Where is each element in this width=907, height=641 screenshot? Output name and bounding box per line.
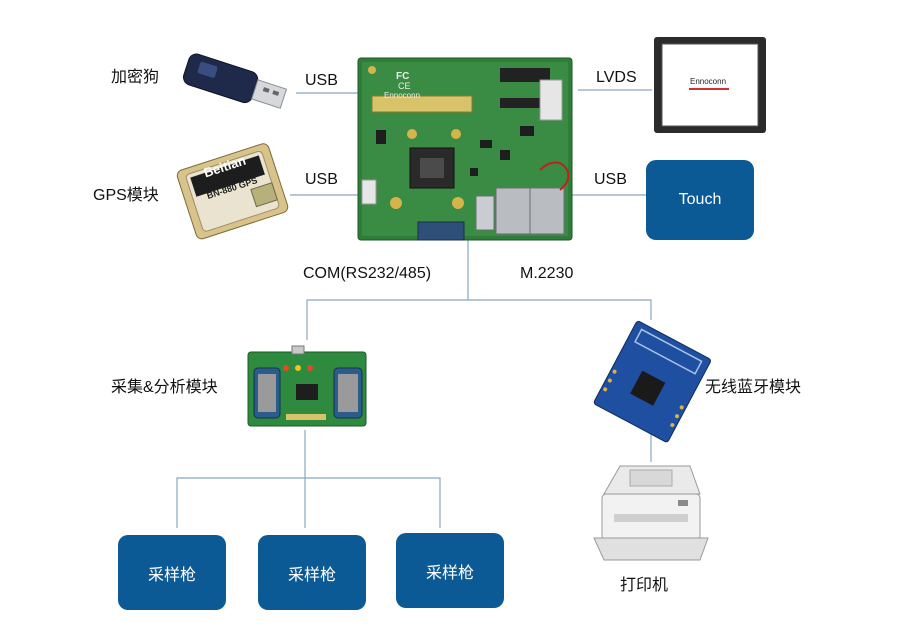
touch-box: Touch — [646, 160, 754, 240]
gps-label: GPS模块 — [93, 187, 159, 204]
sampling-gun-label-1: 采样枪 — [147, 566, 196, 584]
line-com-bus — [306, 240, 469, 340]
lvds-label: LVDS — [596, 69, 637, 86]
printer-label: 打印机 — [620, 577, 669, 594]
touch-box-label: Touch — [678, 191, 722, 208]
board-ce-marking: CE — [398, 81, 411, 91]
acquisition-label: 采集&分析模块 — [111, 379, 218, 396]
bluetooth-label: 无线蓝牙模块 — [705, 379, 802, 396]
sampling-gun-box-3: 采样枪 — [396, 533, 504, 608]
dongle-label: 加密狗 — [111, 69, 160, 86]
usb-dongle-label: USB — [305, 72, 338, 89]
line-gun3 — [305, 477, 441, 528]
monitor-logo-text: Ennoconn — [690, 77, 727, 86]
line-guns-bus — [176, 430, 306, 528]
sampling-gun-box-1: 采样枪 — [118, 535, 226, 610]
board-logo-text: Ennoconn — [384, 91, 421, 100]
sampling-gun-box-2: 采样枪 — [258, 535, 366, 610]
m2-label: M.2230 — [520, 265, 574, 282]
line-bt-branch — [468, 299, 652, 320]
usb-touch-label: USB — [594, 171, 627, 188]
com-label: COM(RS232/485) — [303, 265, 432, 282]
board-fc-marking: FC — [396, 71, 410, 82]
usb-gps-label: USB — [305, 171, 338, 188]
sampling-gun-label-3: 采样枪 — [425, 564, 474, 582]
sampling-gun-label-2: 采样枪 — [287, 566, 336, 584]
